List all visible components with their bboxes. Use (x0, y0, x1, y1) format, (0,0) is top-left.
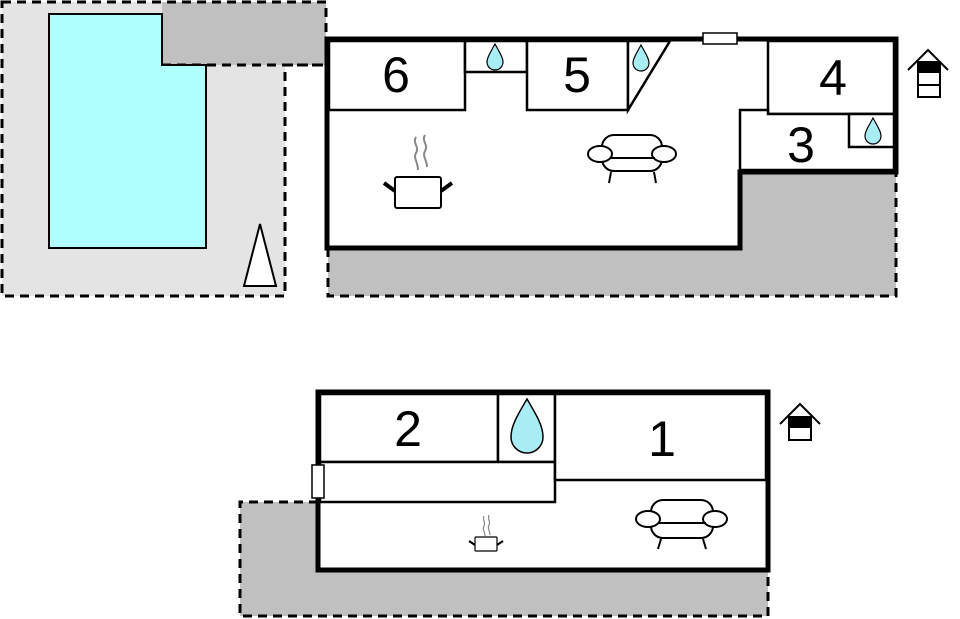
door (311, 464, 325, 499)
room-label-5: 5 (563, 47, 591, 103)
room-6 (327, 39, 467, 112)
terrace-house-lower (240, 502, 768, 616)
terrace-top (162, 2, 326, 65)
water-drop-icon (632, 43, 650, 72)
floor-indicator-upper-icon (907, 48, 949, 98)
room-label-6: 6 (382, 47, 410, 103)
window (702, 32, 738, 45)
room-label-1: 1 (648, 411, 676, 467)
room-label-2: 2 (394, 401, 422, 457)
floor-indicator-lower-icon (779, 402, 821, 441)
room-1 (553, 392, 768, 482)
tree-icon (242, 223, 278, 287)
room-4 (766, 39, 896, 116)
hallway-lower (318, 460, 557, 504)
sofa-icon (587, 134, 677, 184)
water-drop-icon (486, 42, 504, 71)
water-drop-icon (510, 397, 544, 454)
room-label-3: 3 (787, 117, 815, 173)
kitchen-pot-icon (382, 134, 454, 209)
terrace-house-upper (328, 172, 896, 296)
pool (48, 13, 207, 249)
room-label-4: 4 (819, 50, 847, 106)
sofa-icon (635, 499, 728, 550)
water-drop-icon (864, 116, 882, 145)
room-2 (318, 392, 500, 464)
kitchen-pot-icon (468, 514, 504, 552)
